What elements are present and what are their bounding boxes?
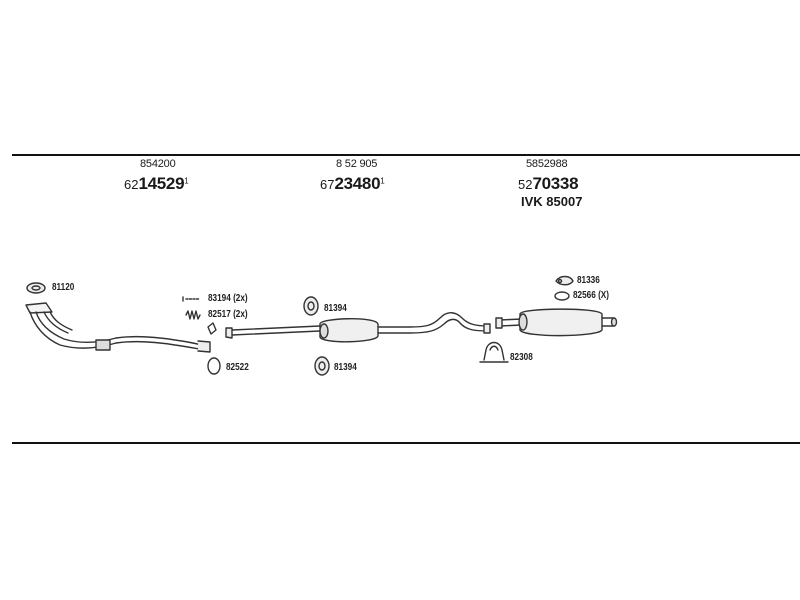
label-hanger-rear: 81336	[577, 275, 600, 286]
rear-silencer-kit: IVK 85007	[521, 193, 582, 211]
rear-silencer-group: 5852988	[526, 158, 568, 170]
clamp-u-icon	[479, 341, 509, 363]
center-silencer-group: 8 52 905	[336, 158, 377, 170]
rear-silencer-ref: 5852988	[526, 158, 568, 170]
rear-silencer-number: 5270338	[518, 174, 579, 194]
center-silencer-mark: 1	[380, 176, 385, 186]
spring-bolt-icon	[182, 296, 201, 302]
rear-silencer-main: 70338	[532, 174, 579, 193]
front-pipe-prefix: 62	[124, 177, 139, 192]
top-divider	[12, 154, 800, 156]
flange-clamp-icon	[207, 322, 217, 335]
rear-silencer-kit-number: IVK 85007	[521, 194, 583, 209]
label-spring-bolt: 83194 (2x)	[208, 293, 248, 304]
clamp-rear-icon	[554, 291, 570, 301]
label-ring-front: 82522	[226, 362, 249, 373]
center-silencer-prefix: 67	[320, 177, 335, 192]
label-hanger-lower-mid: 81394	[334, 362, 357, 373]
ring-front-icon	[207, 357, 221, 375]
front-pipe-mark: 1	[184, 176, 189, 186]
gasket-front-icon	[26, 282, 46, 294]
label-clamp-u: 82308	[510, 352, 533, 363]
hanger-lower-mid-icon	[314, 356, 330, 376]
label-clamp-rear: 82566 (X)	[573, 290, 610, 301]
hanger-upper-mid-icon	[303, 296, 319, 316]
center-silencer-ref: 8 52 905	[336, 158, 378, 170]
center-silencer-main: 23480	[334, 174, 381, 193]
rear-silencer-prefix: 52	[518, 177, 533, 192]
hanger-rear-icon	[555, 275, 574, 286]
front-pipe-number: 62145291	[124, 174, 189, 194]
rear-silencer-icon	[495, 308, 618, 337]
front-pipe-icon	[25, 302, 211, 353]
front-pipe-main: 14529	[138, 174, 185, 193]
front-pipe-ref: 854200	[140, 158, 176, 170]
front-pipe-group: 854200	[140, 158, 176, 170]
label-gasket-front: 81120	[52, 282, 75, 293]
bottom-divider	[12, 442, 800, 444]
label-hanger-upper-mid: 81394	[324, 303, 347, 314]
center-silencer-number: 67234801	[320, 174, 385, 194]
spring-icon	[185, 310, 201, 320]
label-spring: 82517 (2x)	[208, 309, 248, 320]
center-pipe-icon	[225, 312, 491, 343]
